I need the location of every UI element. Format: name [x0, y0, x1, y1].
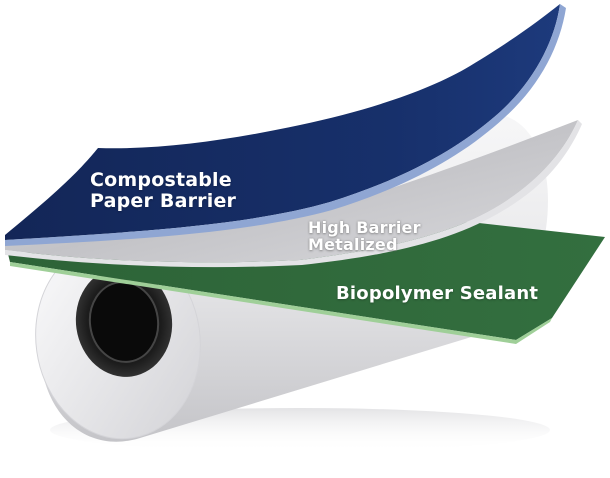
metalized-layer	[5, 120, 578, 263]
metalized-label-line1: High Barrier	[308, 218, 421, 237]
paper-barrier-label-line2: Paper Barrier	[90, 189, 237, 212]
paper-barrier-label: Compostable Paper Barrier	[90, 170, 236, 211]
sealant-label: Biopolymer Sealant	[336, 283, 539, 304]
paper-barrier-label-line1: Compostable	[90, 169, 232, 191]
metalized-label: High Barrier Metalized	[308, 219, 421, 254]
metalized-label-line2: Metalized	[308, 235, 398, 255]
sealant-label-text: Biopolymer Sealant	[336, 283, 539, 304]
paper-barrier-layer	[5, 4, 560, 240]
